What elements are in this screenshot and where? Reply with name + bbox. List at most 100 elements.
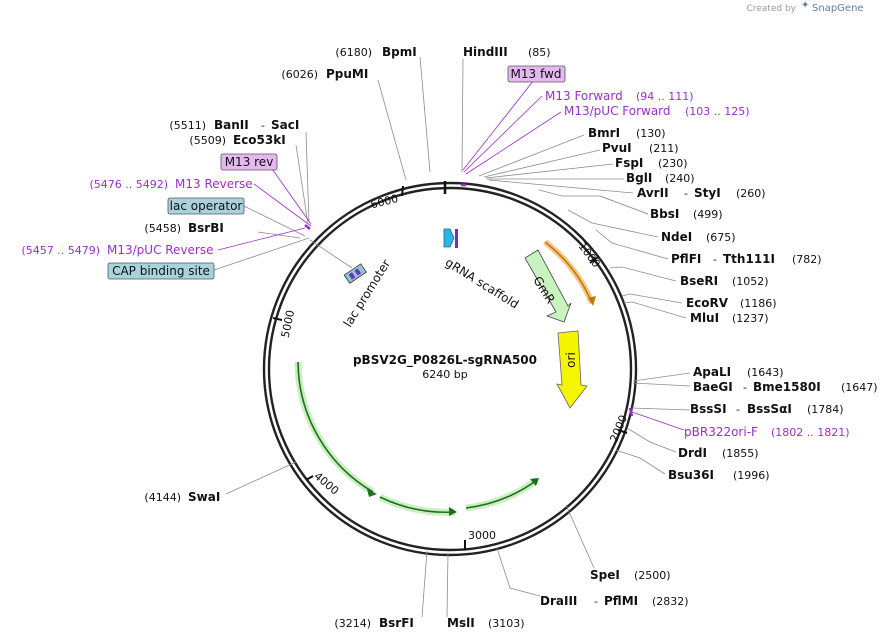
plasmid-size: 6240 bp <box>422 368 467 381</box>
baegi-pos: (1647) <box>841 381 878 394</box>
pbr322-mark <box>628 407 634 417</box>
fspi-name[interactable]: FspI <box>615 156 643 170</box>
msli-name[interactable]: MslI <box>447 616 475 630</box>
m13-fwd-label: M13 fwd <box>511 67 562 81</box>
orf-arc-3-head <box>530 478 539 486</box>
pbr322-name[interactable]: pBR322ori-F <box>684 425 758 439</box>
lac-operator-label: lac operator <box>170 199 243 213</box>
bsrbi-name[interactable]: BsrBI <box>188 221 224 235</box>
orf-arc-3-halo <box>465 477 540 512</box>
orf-arc-2[interactable] <box>379 496 456 514</box>
bbsi-name[interactable]: BbsI <box>650 207 679 221</box>
bsssi-name[interactable]: BssSI <box>690 402 727 416</box>
pflfi-sep: - <box>713 253 717 266</box>
primer-leader-lines <box>213 79 685 431</box>
bsrfi-pos: (3214) <box>334 617 371 630</box>
pvui-pos: (211) <box>649 142 679 155</box>
tick-label-4000: 4000 <box>311 470 341 498</box>
drdi-name[interactable]: DrdI <box>678 446 707 460</box>
feature-arc-orange-head <box>588 296 596 306</box>
tick-label-3000: 3000 <box>468 529 496 542</box>
bseri-name[interactable]: BseRI <box>680 274 718 288</box>
bbsi-pos: (499) <box>693 208 723 221</box>
bsu36i-pos: (1996) <box>733 469 770 482</box>
m13-forward-name[interactable]: M13 Forward <box>545 89 623 103</box>
apali-name[interactable]: ApaLI <box>693 365 731 379</box>
pflmi-name[interactable]: PflMI <box>604 594 638 608</box>
ndei-name[interactable]: NdeI <box>661 230 692 244</box>
eco53ki-name[interactable]: Eco53kI <box>233 133 286 147</box>
bsu36i-name[interactable]: Bsu36I <box>668 468 714 482</box>
saci-name[interactable]: SacI <box>271 118 299 132</box>
eco53ki-pos: (5509) <box>189 134 226 147</box>
tick-mark-4000 <box>305 475 314 481</box>
baegi-name[interactable]: BaeGI <box>693 380 733 394</box>
bsssi-sep: - <box>736 403 740 416</box>
ecorv-pos: (1186) <box>740 297 777 310</box>
hindiii-name[interactable]: HindIII <box>463 45 508 59</box>
tth111i-name[interactable]: Tth111I <box>723 252 775 266</box>
bpmi-name[interactable]: BpmI <box>382 45 417 59</box>
pvui-name[interactable]: PvuI <box>602 141 632 155</box>
credit-brand: SnapGene <box>812 3 864 14</box>
m13puc-rev-range: (5457 .. 5479) <box>21 244 100 257</box>
credit-prefix: Created by <box>746 4 796 14</box>
ppumi-name[interactable]: PpuMI <box>326 67 368 81</box>
baegi-sep: - <box>743 381 747 394</box>
banii-sep: - <box>261 119 265 132</box>
backbone-inner <box>267 186 633 552</box>
draiii-name[interactable]: DraIII <box>540 594 577 608</box>
avrii-name[interactable]: AvrII <box>637 186 669 200</box>
drdi-pos: (1855) <box>722 447 759 460</box>
lac-operator-box[interactable] <box>167 197 245 215</box>
orf-arc-1-halo <box>294 361 375 496</box>
ndei-pos: (675) <box>706 231 736 244</box>
m13-reverse-name[interactable]: M13 Reverse <box>175 177 253 191</box>
styi-name[interactable]: StyI <box>694 186 721 200</box>
swai-pos: (4144) <box>144 491 181 504</box>
swai-name[interactable]: SwaI <box>188 490 220 504</box>
ori-label: ori <box>564 352 578 368</box>
pflfi-name[interactable]: PflFI <box>671 252 701 266</box>
ori-arrow[interactable] <box>556 330 588 409</box>
m13-reverse-mark <box>304 224 311 230</box>
bmri-name[interactable]: BmrI <box>588 126 620 140</box>
bpmi-pos: (6180) <box>335 46 372 59</box>
tick-label-5000: 5000 <box>279 309 298 339</box>
draiii-sep: - <box>594 595 598 608</box>
pflfi-pos: (782) <box>792 253 822 266</box>
banii-name[interactable]: BanII <box>214 118 249 132</box>
avrii-pos: (260) <box>736 187 766 200</box>
grna-target-mark <box>455 229 458 248</box>
cap-site-label: CAP binding site <box>112 264 210 278</box>
cap-site-box[interactable] <box>107 262 215 280</box>
bsssαi-name[interactable]: BssSαI <box>747 402 792 416</box>
m13-rev-box[interactable] <box>220 153 278 171</box>
bme1580i-name[interactable]: Bme1580I <box>753 380 821 394</box>
orf-arc-1[interactable] <box>297 361 374 493</box>
bgli-name[interactable]: BglI <box>626 171 652 185</box>
m13puc-fwd-range: (103 .. 125) <box>685 105 750 118</box>
bsrbi-pos: (5458) <box>144 222 181 235</box>
pbr322-range: (1802 .. 1821) <box>771 426 850 439</box>
m13puc-rev-name[interactable]: M13/pUC Reverse <box>107 243 214 257</box>
feature-arc-orange[interactable] <box>544 241 593 304</box>
tick-mark-6000 <box>401 185 404 197</box>
bsrfi-name[interactable]: BsrFI <box>379 616 414 630</box>
ecorv-name[interactable]: EcoRV <box>686 296 729 310</box>
bsssi-pos: (1784) <box>807 403 844 416</box>
spei-name[interactable]: SpeI <box>590 568 620 582</box>
lac-promoter-label: lac promoter <box>341 257 394 330</box>
lac-promoter-arrow[interactable] <box>343 263 367 284</box>
tick-mark-5000 <box>272 317 283 321</box>
m13puc-fwd-name[interactable]: M13/pUC Forward <box>564 104 671 118</box>
m13-reverse-range: (5476 .. 5492) <box>89 178 168 191</box>
gmr-arrow[interactable] <box>524 249 572 323</box>
grna-scaffold-arrow[interactable] <box>443 228 455 248</box>
fspi-pos: (230) <box>658 157 688 170</box>
orf-arc-1-head <box>367 489 377 497</box>
mlui-name[interactable]: MluI <box>690 311 719 325</box>
orf-arc-3[interactable] <box>465 479 538 509</box>
m13-fwd-box[interactable] <box>507 65 566 83</box>
banii-pos: (5511) <box>169 119 206 132</box>
